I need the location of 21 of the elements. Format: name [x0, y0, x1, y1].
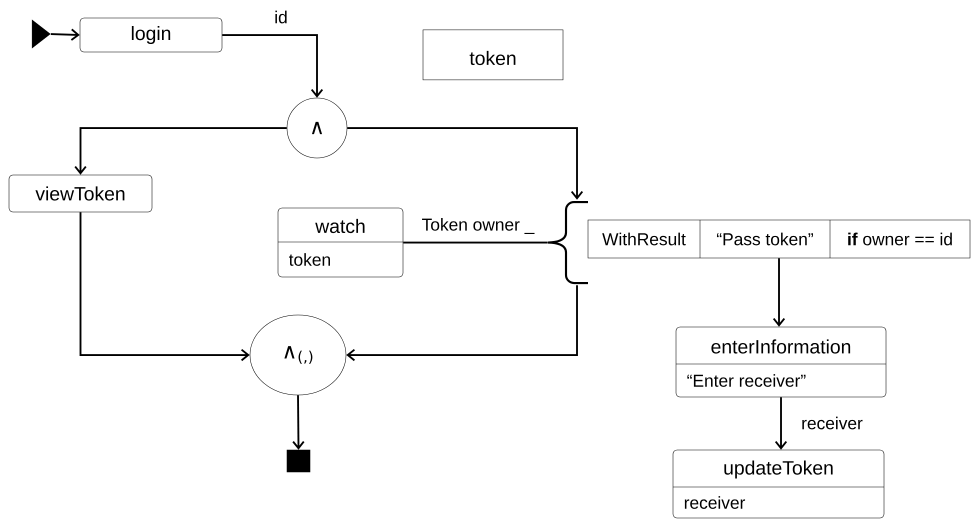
class-box: enterInformation “Enter receiver” [676, 326, 886, 398]
curly-brace [546, 200, 588, 284]
process-box: viewToken [8, 174, 152, 212]
edge-label: id [272, 9, 290, 25]
arrow [74, 127, 287, 175]
edge-label: receiver [800, 415, 864, 431]
arrow [772, 258, 786, 327]
arrow [347, 127, 584, 200]
end-square [286, 450, 310, 472]
arrow [50, 28, 80, 41]
class-box: updateToken receiver [672, 450, 884, 518]
arrow [292, 395, 304, 450]
arrow [774, 397, 788, 450]
arrow [346, 285, 578, 362]
edge-label: Token owner _ [420, 216, 536, 236]
process-box: login [80, 18, 222, 52]
arrow [80, 212, 250, 362]
database-cylinder: token [422, 30, 564, 80]
result-table: WithResult “Pass token” if owner == id [588, 220, 970, 258]
arrow [222, 34, 324, 98]
class-box: watch token [278, 208, 404, 278]
